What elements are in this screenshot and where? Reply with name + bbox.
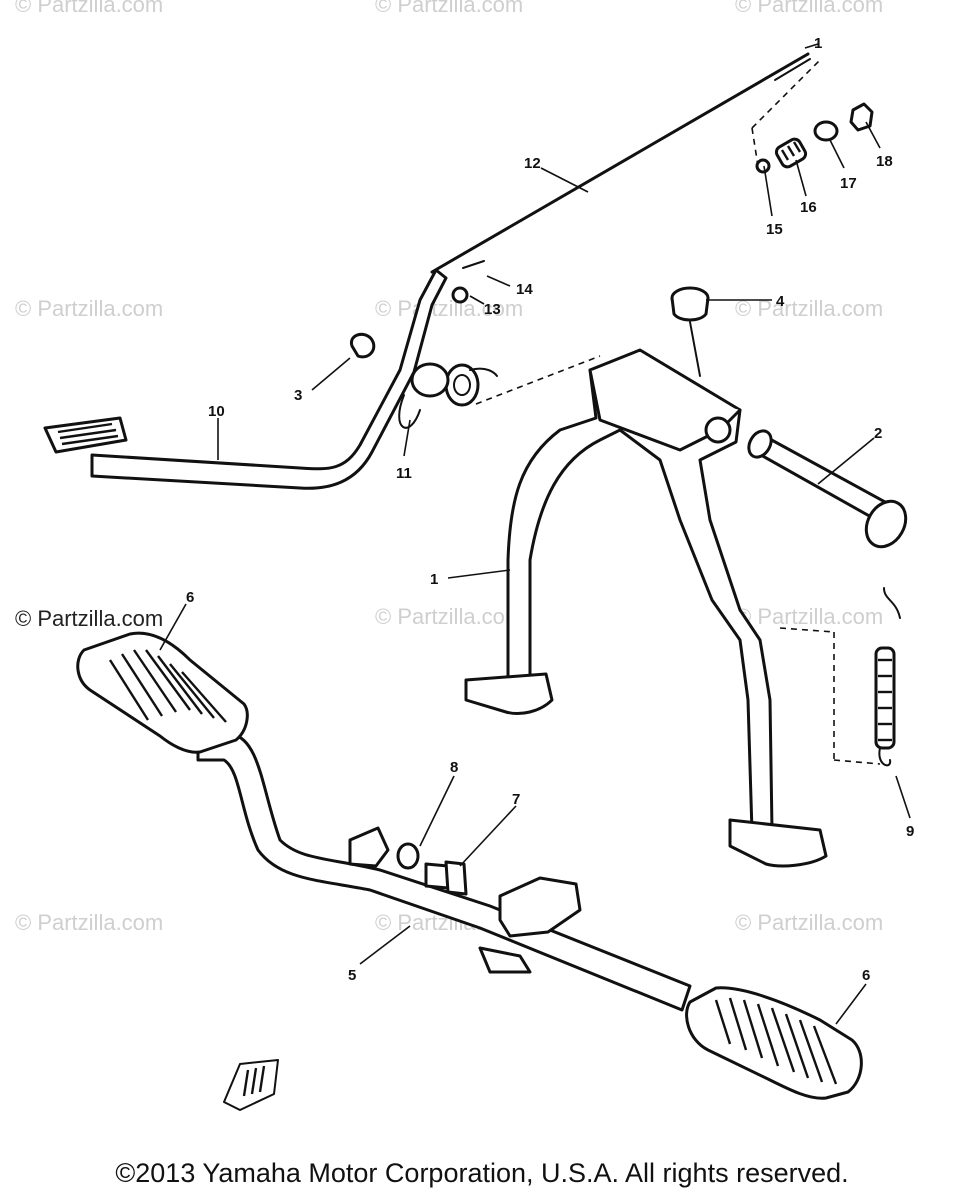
watermark: © Partzilla.com bbox=[15, 296, 164, 321]
footrest-bar bbox=[196, 732, 692, 1012]
brake-rod bbox=[430, 52, 823, 274]
watermark: © Partzilla.com bbox=[15, 910, 164, 935]
callout-10: 10 bbox=[208, 403, 225, 420]
callout-12: 12 bbox=[524, 155, 541, 172]
clip bbox=[349, 332, 376, 359]
watermark: © Partzilla.com bbox=[375, 0, 524, 17]
callout-4: 4 bbox=[776, 293, 785, 310]
washer bbox=[396, 842, 420, 870]
watermark: © Partzilla.com bbox=[735, 0, 884, 17]
callout-8: 8 bbox=[450, 759, 458, 776]
callout-6-right: 6 bbox=[862, 967, 870, 984]
footrest-rubber-left bbox=[76, 631, 249, 754]
watermark: © Partzilla.com bbox=[375, 296, 524, 321]
callout-14: 14 bbox=[516, 281, 533, 298]
callout-16: 16 bbox=[800, 199, 817, 216]
callout-9: 9 bbox=[906, 823, 914, 840]
callout-3: 3 bbox=[294, 387, 302, 404]
stopper-line bbox=[689, 321, 701, 377]
callout-17: 17 bbox=[840, 175, 857, 192]
pivot-shaft bbox=[747, 429, 908, 549]
callout-6-left: 6 bbox=[186, 589, 194, 606]
callout-1-top: 1 bbox=[814, 35, 822, 52]
callout-13: 13 bbox=[484, 301, 501, 318]
watermark: © Partzilla.com bbox=[15, 0, 164, 17]
watermark: © Partzilla.com bbox=[375, 604, 524, 629]
callout-7: 7 bbox=[512, 791, 520, 808]
stopper bbox=[670, 286, 710, 322]
watermark-strong: © Partzilla.com bbox=[15, 606, 164, 631]
adjuster-parts bbox=[755, 102, 874, 174]
callout-18: 18 bbox=[876, 153, 893, 170]
main-stand bbox=[464, 348, 828, 868]
copyright-notice: ©2013 Yamaha Motor Corporation, U.S.A. A… bbox=[115, 1158, 849, 1188]
bolt bbox=[424, 860, 468, 896]
callout-15: 15 bbox=[766, 221, 783, 238]
watermark: © Partzilla.com bbox=[735, 604, 884, 629]
leader-lines bbox=[159, 43, 911, 1025]
brake-pedal bbox=[43, 268, 450, 490]
callout-1: 1 bbox=[430, 571, 438, 588]
callout-2: 2 bbox=[874, 425, 882, 442]
adjuster-spring bbox=[774, 137, 808, 169]
watermark: © Partzilla.com bbox=[735, 910, 884, 935]
cotter-pin-and-washer bbox=[451, 260, 485, 304]
callout-11: 11 bbox=[396, 465, 412, 482]
footrest-rubber-right bbox=[685, 986, 863, 1100]
callout-5: 5 bbox=[348, 967, 356, 984]
alignment-line bbox=[475, 355, 601, 405]
front-arrow-icon bbox=[223, 1059, 279, 1111]
stand-spring bbox=[779, 587, 901, 767]
